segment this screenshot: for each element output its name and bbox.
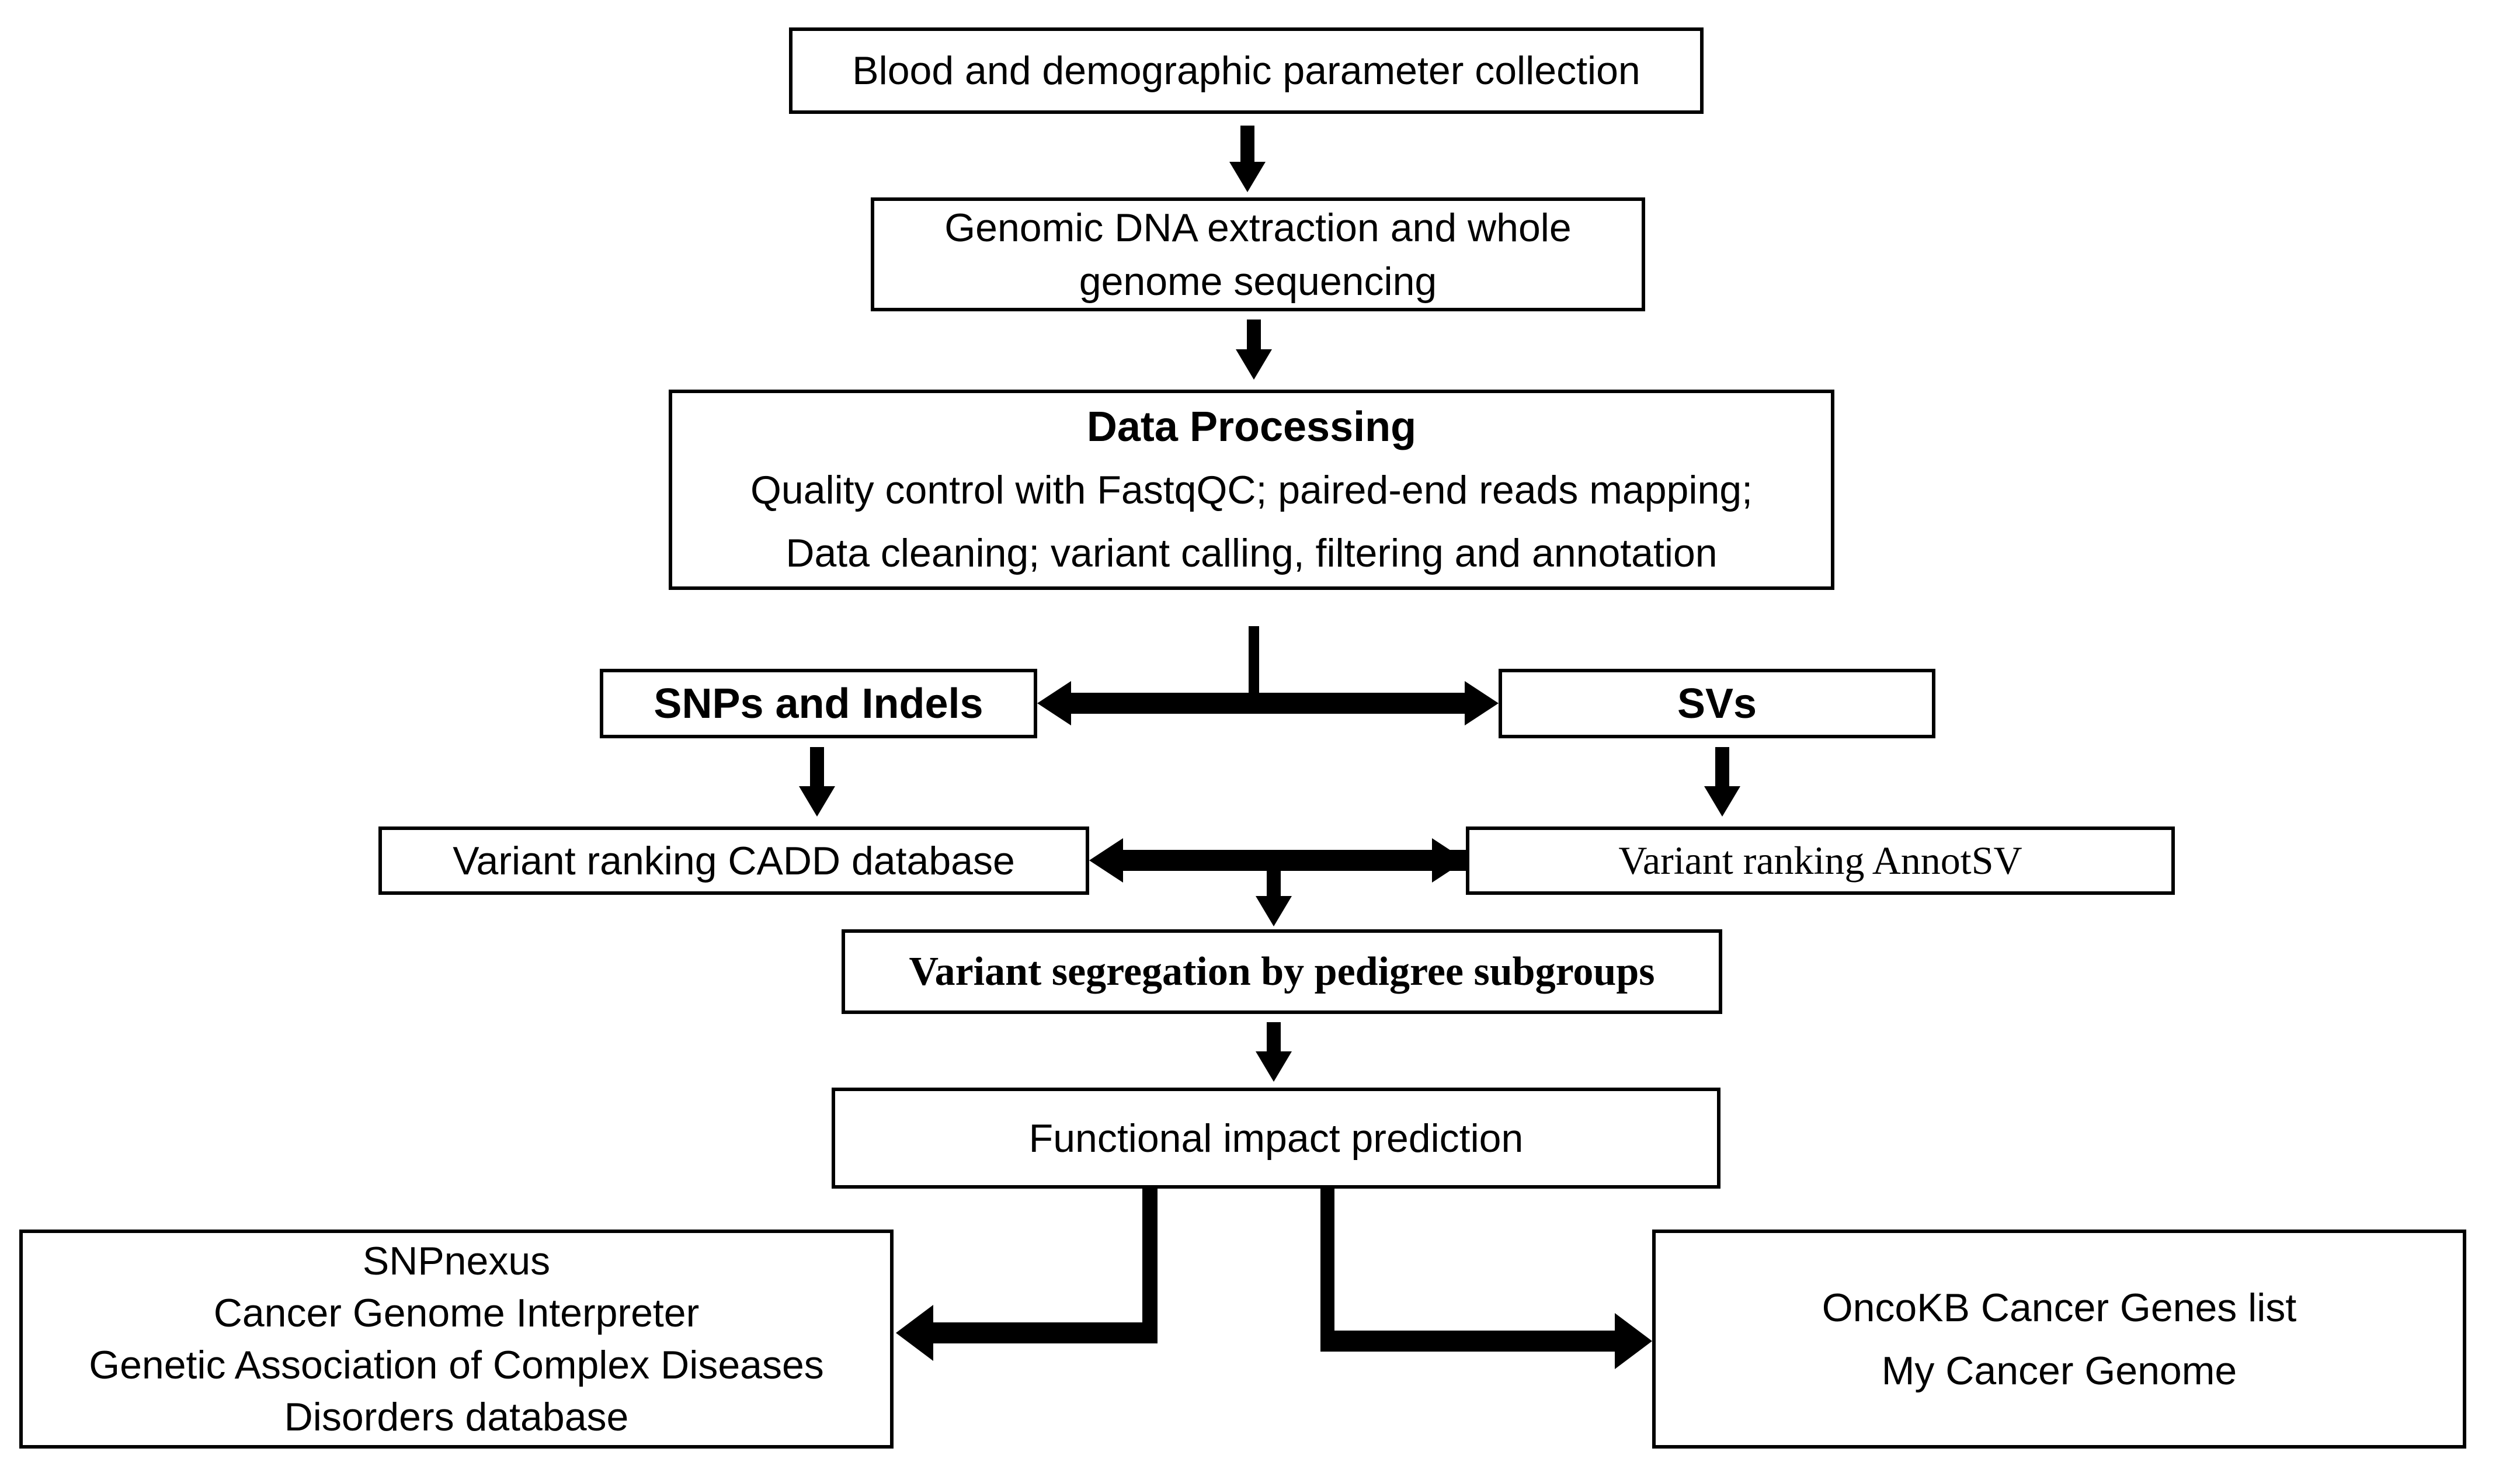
arrow-svs-to-annotsv-shaft: [1715, 747, 1729, 789]
elbow-functional-to-oncotools-head: [1615, 1313, 1652, 1369]
arrow-blood-to-dna-shaft: [1240, 126, 1254, 164]
node-svs-label: SVs: [1677, 680, 1757, 727]
node-dna-extraction: Genomic DNA extraction and whole genome …: [871, 197, 1645, 311]
node-variant-segregation: Variant segregation by pedigree subgroup…: [842, 929, 1722, 1014]
double-arrow-cadd-annotsv-right-head: [1432, 838, 1466, 883]
node-variant-ranking-annotsv-label: Variant ranking AnnotSV: [1618, 838, 2022, 883]
node-functional-impact-label: Functional impact prediction: [1028, 1116, 1524, 1161]
node-functional-impact: Functional impact prediction: [832, 1088, 1720, 1189]
arrow-junction-to-segregation-head: [1256, 896, 1292, 926]
node-data-processing-line1: Quality control with FastqQC; paired-end…: [750, 467, 1753, 512]
arrow-segregation-to-functional-shaft: [1267, 1022, 1281, 1054]
elbow-functional-to-oncotools-vertical: [1320, 1189, 1334, 1352]
node-dna-extraction-line1: Genomic DNA extraction and whole: [944, 205, 1572, 250]
node-snp-annotation-tools-line3: Genetic Association of Complex Diseases: [89, 1342, 824, 1387]
node-data-processing: Data Processing Quality control with Fas…: [669, 390, 1834, 590]
elbow-functional-to-snptools-vertical: [1142, 1189, 1158, 1343]
node-blood-collection-label: Blood and demographic parameter collecti…: [852, 48, 1640, 93]
node-blood-collection: Blood and demographic parameter collecti…: [789, 27, 1704, 114]
arrow-snps-to-cadd-head: [799, 786, 835, 817]
node-snp-annotation-tools-line4: Disorders database: [284, 1394, 629, 1439]
node-variant-segregation-label: Variant segregation by pedigree subgroup…: [909, 949, 1655, 994]
elbow-functional-to-snptools-horizontal: [933, 1322, 1158, 1343]
double-arrow-cadd-annotsv-left-head: [1089, 838, 1123, 883]
node-snps-indels: SNPs and Indels: [600, 669, 1037, 738]
node-data-processing-title: Data Processing: [1086, 403, 1417, 450]
node-variant-ranking-cadd-label: Variant ranking CADD database: [453, 838, 1015, 883]
arrow-segregation-to-functional-head: [1256, 1051, 1292, 1082]
node-data-processing-line2: Data cleaning; variant calling, filterin…: [785, 530, 1718, 575]
arrow-dna-to-processing-shaft: [1247, 320, 1261, 352]
arrow-dna-to-processing-head: [1236, 349, 1272, 380]
node-snp-annotation-tools-line2: Cancer Genome Interpreter: [213, 1290, 700, 1335]
elbow-functional-to-snptools-head: [896, 1305, 933, 1361]
node-snp-annotation-tools-line1: SNPnexus: [362, 1238, 551, 1283]
node-snp-annotation-tools: SNPnexus Cancer Genome Interpreter Genet…: [19, 1230, 894, 1449]
node-cancer-gene-resources-line2: My Cancer Genome: [1881, 1348, 2237, 1393]
node-cancer-gene-resources-line1: OncoKB Cancer Genes list: [1822, 1285, 2297, 1330]
connector-processing-branch-line: [1249, 626, 1259, 695]
arrow-snps-to-cadd-shaft: [810, 747, 824, 789]
node-svs: SVs: [1499, 669, 1935, 738]
node-variant-ranking-annotsv: Variant ranking AnnotSV: [1466, 826, 2175, 895]
double-arrow-cadd-annotsv-shaft: [1122, 850, 1466, 871]
double-arrow-snps-svs-right-head: [1465, 681, 1499, 725]
node-snps-indels-label: SNPs and Indels: [654, 680, 983, 727]
node-cancer-gene-resources: OncoKB Cancer Genes list My Cancer Genom…: [1652, 1230, 2466, 1449]
double-arrow-snps-svs-left-head: [1037, 681, 1071, 725]
elbow-functional-to-oncotools-horizontal: [1320, 1331, 1615, 1352]
arrow-junction-to-segregation-shaft: [1267, 869, 1281, 898]
arrow-svs-to-annotsv-head: [1704, 786, 1740, 817]
double-arrow-snps-svs-shaft: [1070, 693, 1466, 714]
arrow-blood-to-dna-head: [1229, 162, 1266, 192]
node-dna-extraction-line2: genome sequencing: [1079, 259, 1437, 304]
node-variant-ranking-cadd: Variant ranking CADD database: [378, 826, 1089, 895]
